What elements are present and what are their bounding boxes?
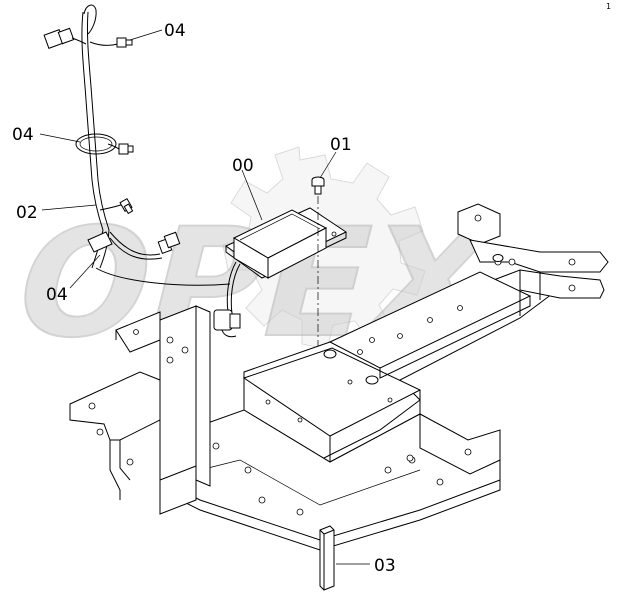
control-unit bbox=[225, 207, 348, 279]
callout-00: 00 bbox=[232, 156, 254, 176]
leader-02 bbox=[41, 204, 97, 211]
bolt bbox=[311, 176, 325, 195]
callout-04-mid: 04 bbox=[12, 125, 34, 145]
leader-04-top bbox=[129, 29, 163, 41]
callout-02: 02 bbox=[16, 203, 38, 223]
connector-box-plug bbox=[213, 309, 241, 338]
wiring-harness bbox=[43, 4, 241, 338]
leader-04-low bbox=[69, 254, 101, 289]
leader-04-mid bbox=[39, 133, 81, 143]
leader-01 bbox=[319, 151, 337, 179]
corner-mark: 1 bbox=[606, 2, 611, 11]
connector-top-left bbox=[43, 27, 87, 49]
spacer-bar bbox=[319, 525, 335, 591]
callout-01: 01 bbox=[330, 135, 352, 155]
connector-middle bbox=[107, 143, 134, 155]
leader-lines bbox=[39, 29, 370, 565]
callout-04-low: 04 bbox=[46, 285, 68, 305]
main-frame bbox=[69, 203, 609, 551]
wire-clamp-middle bbox=[75, 133, 117, 155]
connector-top-right bbox=[89, 37, 133, 48]
leader-00 bbox=[241, 169, 263, 221]
callout-03: 03 bbox=[374, 556, 396, 576]
callout-04-top: 04 bbox=[164, 21, 186, 41]
